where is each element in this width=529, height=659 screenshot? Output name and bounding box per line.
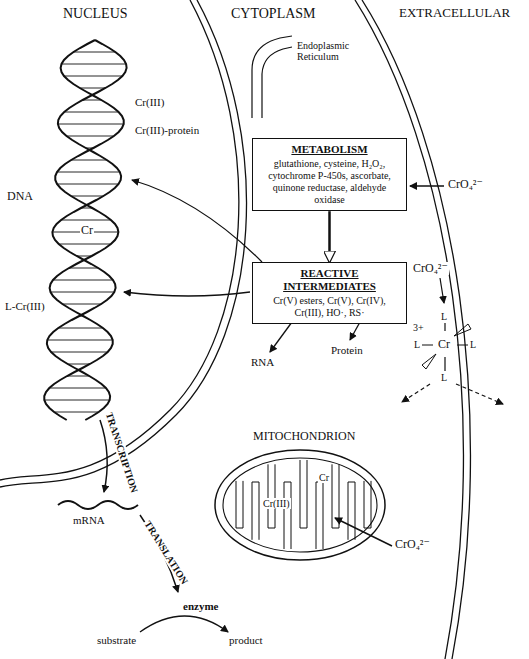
base-pair [62, 64, 127, 65]
flow-arrow [328, 211, 331, 262]
dna-helix [44, 40, 126, 420]
species-label: Cr(III) [262, 498, 291, 509]
base-pair [64, 76, 122, 77]
organelle-label: MITOCHONDRION [252, 430, 356, 443]
base-pair [67, 376, 89, 377]
base-pair [57, 172, 120, 173]
complex-arrow [440, 278, 444, 303]
base-pair [49, 388, 106, 389]
base-pair [58, 124, 124, 125]
ion-label: CrO₄²⁻ [447, 178, 484, 191]
product-label: Protein [330, 344, 364, 356]
protein-arrow [350, 322, 360, 340]
mitochondrion-inner [223, 458, 377, 552]
dna-arrow [124, 292, 250, 296]
organelle-label: Endoplasmic Reticulum [296, 40, 362, 62]
base-pair [62, 304, 101, 305]
dna-arrow [132, 180, 262, 262]
molecule-label: substrate [96, 634, 137, 646]
base-pair [74, 52, 116, 53]
ion-label: CrO₄²⁻ [412, 262, 449, 275]
wedge-bond [422, 354, 436, 369]
mrna-strand [58, 501, 138, 509]
ligand-label: L [469, 339, 477, 350]
species-label: L-Cr(III) [4, 300, 46, 312]
charge-label: 3+ [412, 322, 425, 333]
wedge-bond [454, 324, 471, 336]
species-label: Cr [318, 472, 330, 483]
dna-strand [47, 40, 127, 420]
species-label: Cr(III)-protein [134, 124, 200, 136]
process-box: METABOLISM glutathione, cysteine, H₂O₂, c… [252, 138, 407, 211]
region-label: EXTRACELLULAR [398, 6, 511, 20]
metal-label: Cr [437, 338, 451, 351]
box-body: glutathione, cysteine, H₂O₂, cytochrome … [258, 158, 401, 206]
mito-uptake-arrow [335, 518, 392, 546]
base-pair [68, 364, 90, 365]
ion-label: CrO₄²⁻ [394, 538, 431, 551]
species-label: Cr(III) [134, 96, 165, 108]
region-label: CYTOPLASM [230, 6, 317, 21]
molecule-label: mRNA [72, 514, 106, 526]
base-pair [54, 412, 99, 413]
base-pair [80, 88, 106, 89]
cell-membrane [362, 0, 470, 659]
base-pair [64, 112, 118, 113]
dashed-arrow [402, 384, 430, 402]
species-label: Cr [80, 224, 94, 237]
ligand-label: L [440, 311, 448, 322]
base-pair [69, 268, 98, 269]
nuclear-envelope [0, 0, 239, 480]
er-membrane [262, 47, 292, 118]
uptake-arrow [410, 185, 444, 187]
structure-label: DNA [6, 190, 34, 203]
process-label: TRANSCRIPTION [103, 409, 140, 494]
molecule-label: enzyme [182, 600, 219, 612]
base-pair [71, 196, 103, 197]
cristae [236, 460, 371, 549]
molecule-label: product [228, 634, 264, 646]
base-pair [47, 340, 112, 341]
base-pair [51, 292, 115, 293]
er-membrane [252, 36, 292, 118]
product-label: RNA [250, 356, 275, 368]
base-pair [59, 244, 111, 245]
box-heading: METABOLISM [258, 143, 401, 156]
base-pair [51, 352, 108, 353]
region-label: NUCLEUS [62, 6, 129, 21]
process-label: TRANSLATION [142, 517, 191, 586]
rna-arrow [270, 322, 292, 352]
box-heading: REACTIVE INTERMEDIATES [258, 267, 401, 293]
crista [236, 460, 371, 549]
process-box: REACTIVE INTERMEDIATESCr(V) esters, Cr(V… [252, 262, 407, 324]
mitochondrion-outer [215, 450, 385, 560]
ligand-label: L [440, 372, 448, 383]
base-pair [57, 184, 119, 185]
nuclear-envelope [0, 0, 247, 487]
base-pair [67, 136, 114, 137]
base-pair [58, 328, 103, 329]
ligand-label: L [413, 339, 421, 350]
base-pair [61, 220, 111, 221]
base-pair [44, 400, 109, 401]
dna-strand [44, 40, 123, 420]
box-body: Cr(V) esters, Cr(V), Cr(IV), Cr(III), HO… [258, 295, 401, 319]
cell-membrane [355, 0, 463, 659]
transcription-arrow [100, 420, 107, 492]
dashed-arrow [456, 384, 503, 404]
reaction-arrow [140, 616, 228, 632]
base-pair [53, 280, 113, 281]
base-pair [71, 160, 107, 161]
